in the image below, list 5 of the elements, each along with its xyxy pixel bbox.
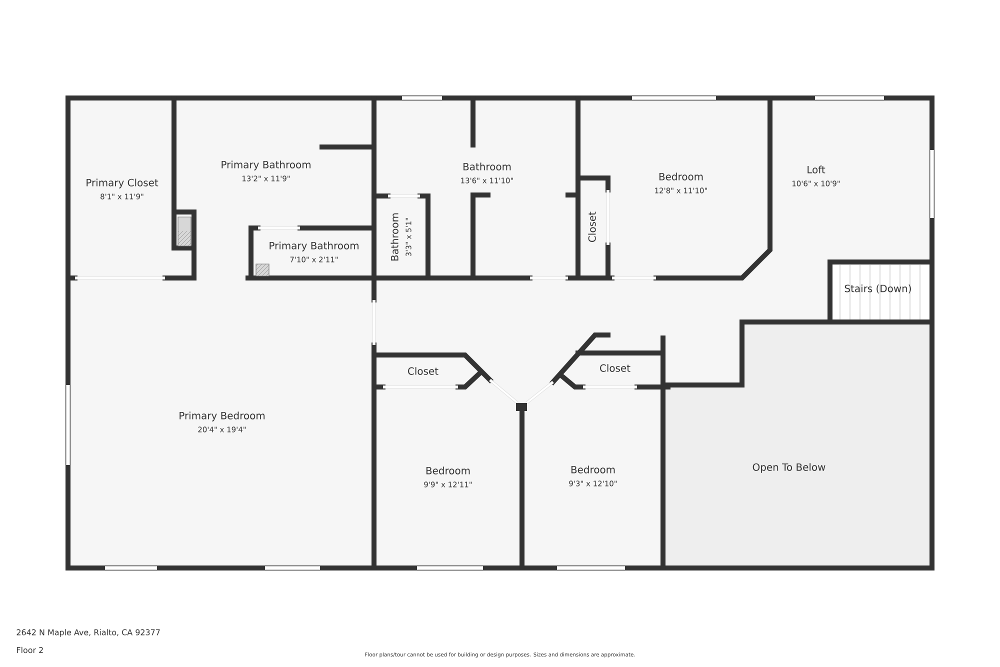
room-label: Stairs (Down) xyxy=(844,284,911,294)
room-label: Closet xyxy=(600,364,630,372)
room-label: Open To Below xyxy=(752,463,826,473)
room-label: Closet xyxy=(588,212,596,242)
room-label: Closet xyxy=(408,367,438,375)
